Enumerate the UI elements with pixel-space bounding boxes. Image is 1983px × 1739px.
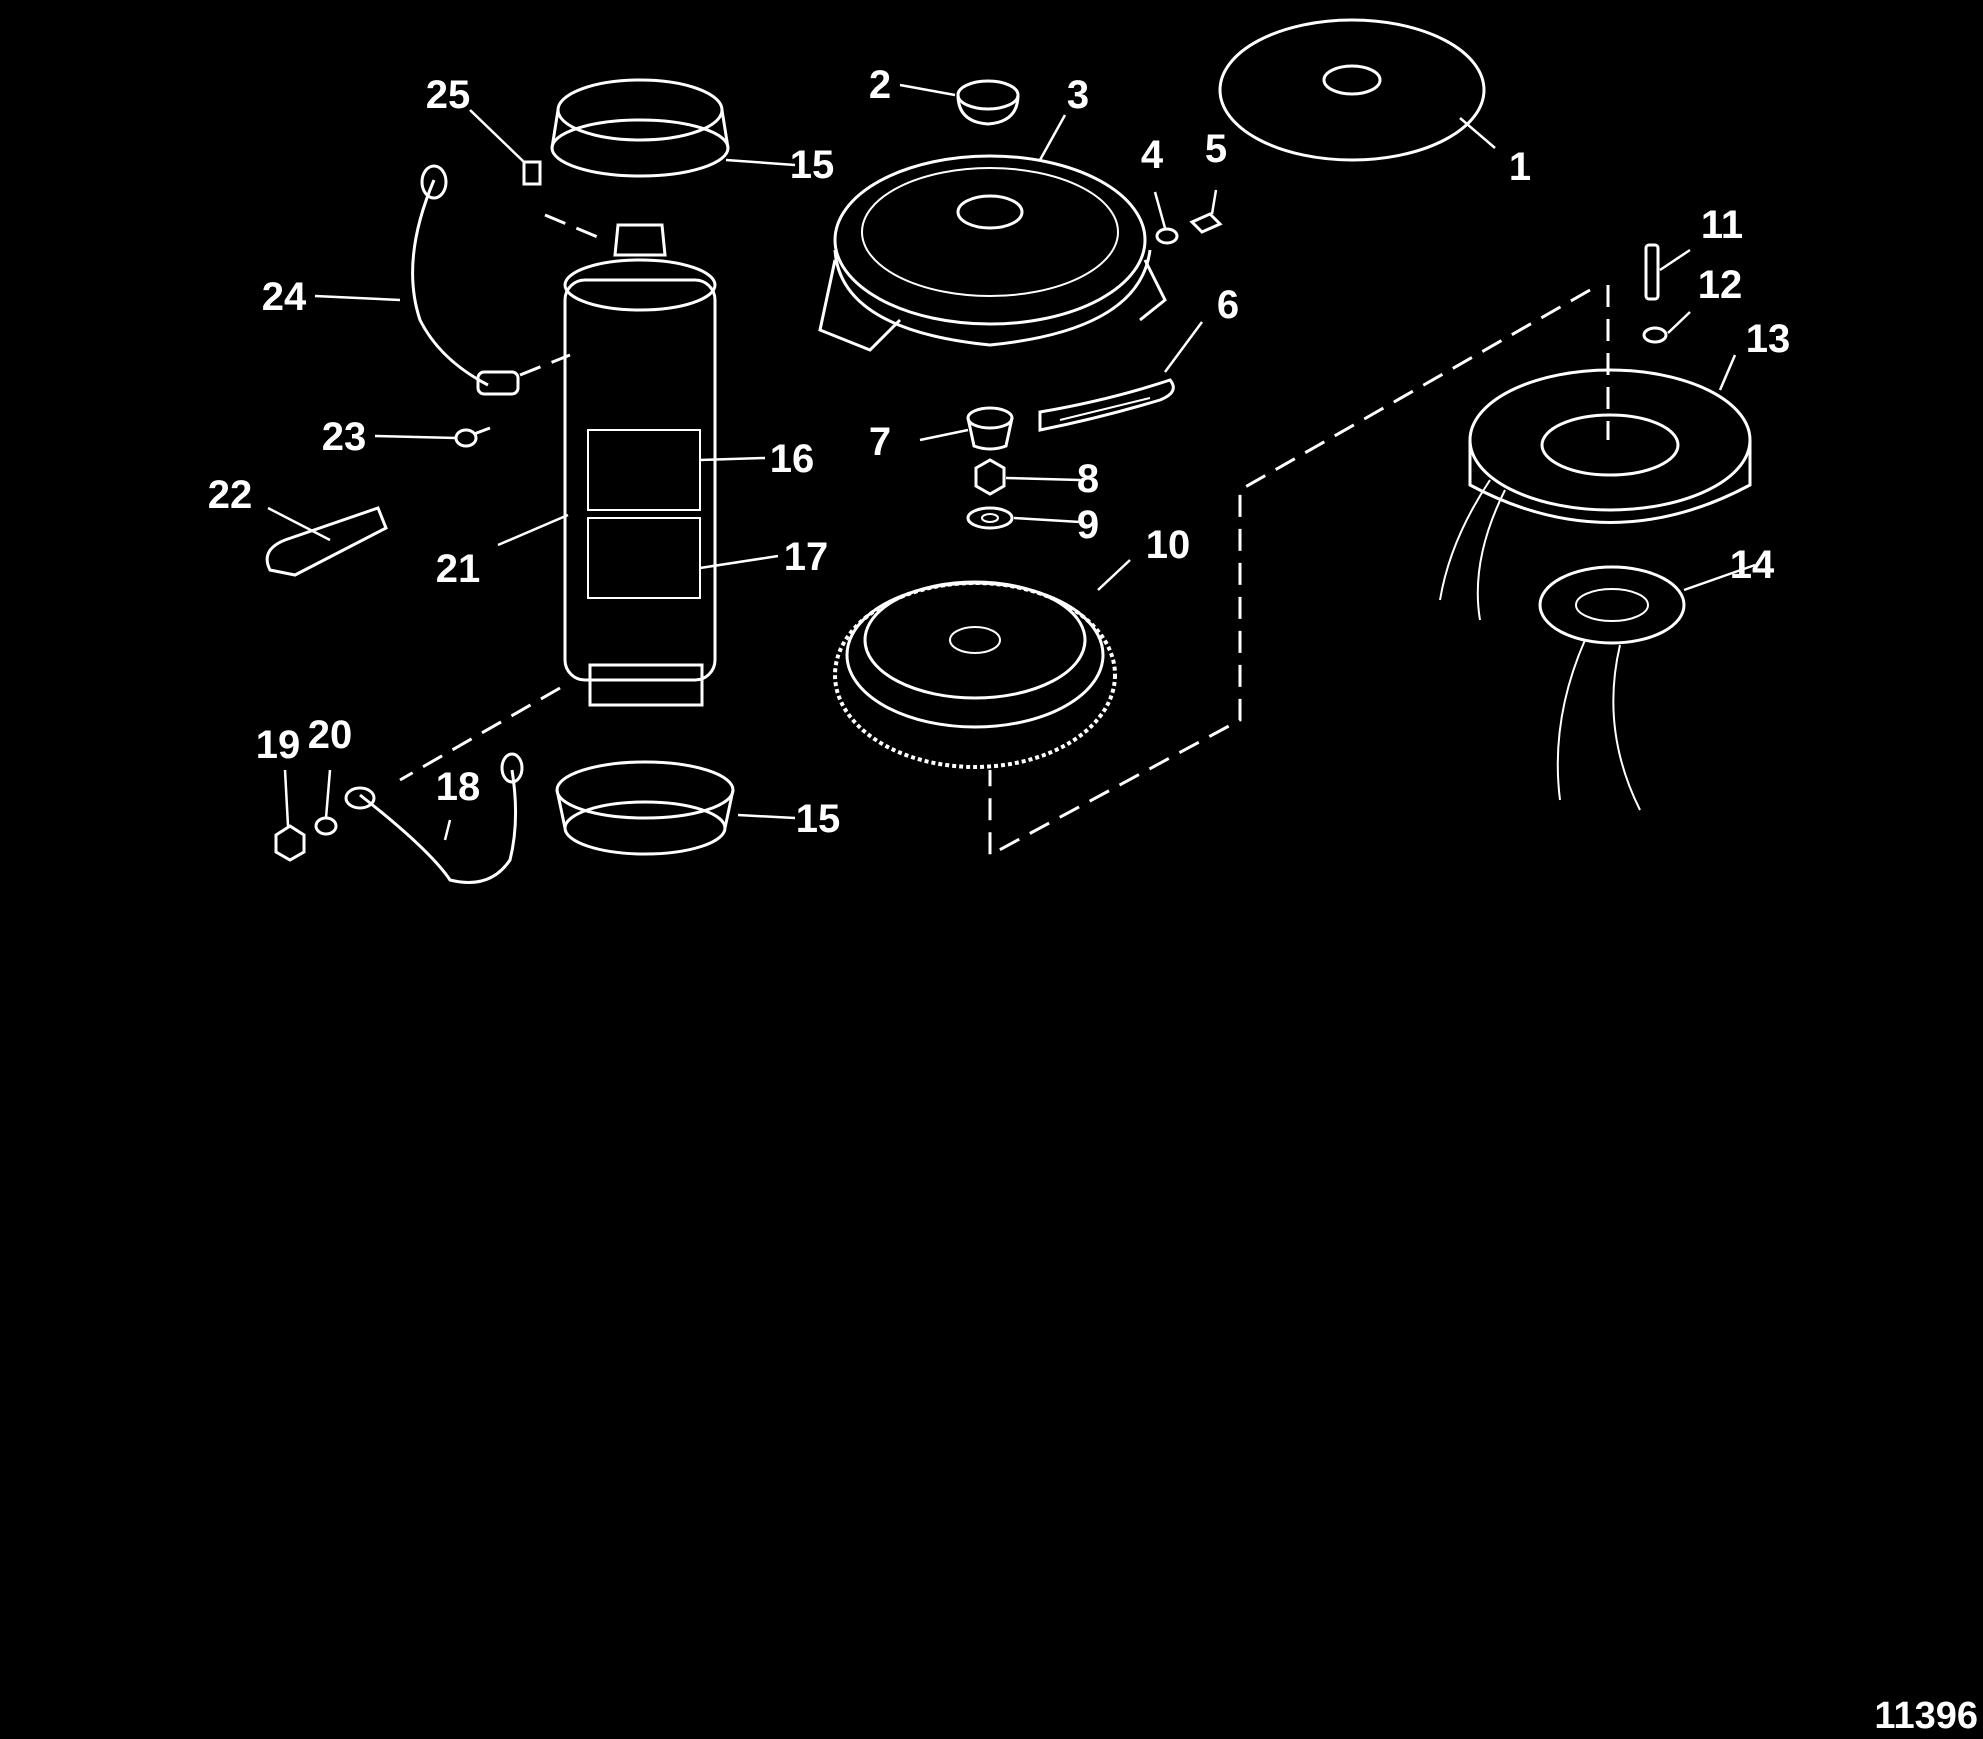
part-24-cable (411, 164, 520, 396)
callout-21: 21 (436, 547, 481, 591)
callout-25: 25 (426, 73, 471, 117)
part-15-bottom-housing (555, 760, 735, 856)
leader-lines (267, 83, 1756, 841)
part-10-flywheel (833, 580, 1117, 769)
callout-5: 5 (1205, 127, 1227, 171)
part-20-washer (314, 816, 338, 836)
callout-13: 13 (1746, 317, 1791, 361)
part-1-disc (1218, 18, 1486, 162)
part-5-screw (1189, 212, 1223, 234)
callout-17: 17 (784, 535, 829, 579)
part-15-top-housing (550, 78, 730, 178)
part-4-washer (1155, 227, 1179, 245)
callout-9: 9 (1077, 503, 1099, 547)
callout-6: 6 (1217, 283, 1239, 327)
callout-23: 23 (322, 415, 367, 459)
callout-4: 4 (1141, 133, 1164, 177)
part-23-screw (454, 426, 491, 448)
callout-2: 2 (869, 63, 891, 107)
part-9-washer (966, 506, 1014, 530)
part-7-bushing (966, 406, 1014, 451)
callout-12: 12 (1698, 263, 1743, 307)
callout-18: 18 (436, 765, 481, 809)
callout-15-top: 15 (790, 143, 835, 187)
part-22-terminal-boot (265, 506, 388, 577)
part-21-starter-motor (563, 223, 717, 707)
part-11-screw (1644, 243, 1660, 301)
assembly-dashed-lines (399, 213, 1610, 858)
callout-22: 22 (208, 473, 253, 517)
part-19-nut (274, 824, 306, 862)
callout-10: 10 (1146, 523, 1191, 567)
part-12-washer (1642, 326, 1668, 344)
figure-number: 11396 (1874, 1695, 1978, 1737)
callout-3: 3 (1067, 73, 1089, 117)
callout-8: 8 (1077, 457, 1099, 501)
callout-16: 16 (770, 437, 815, 481)
part-8-nut (974, 458, 1006, 496)
part-14-trigger (1538, 565, 1686, 811)
part-3-flywheel-cover (818, 154, 1167, 352)
part-13-stator (1439, 368, 1752, 621)
callout-20: 20 (308, 713, 353, 757)
callout-15-bottom: 15 (796, 797, 841, 841)
callout-7: 7 (869, 420, 891, 464)
callout-11: 11 (1701, 203, 1743, 247)
part-18-cable (344, 752, 524, 884)
part-2-cap (956, 79, 1020, 126)
callout-1: 1 (1509, 145, 1531, 189)
part-6-bracket (1038, 378, 1175, 432)
callout-19: 19 (256, 723, 301, 767)
callout-14: 14 (1730, 543, 1775, 587)
callouts: 1 2 3 4 5 6 7 8 9 10 11 12 13 14 15 15 1… (208, 63, 1791, 841)
callout-24: 24 (262, 275, 307, 319)
part-25-clip (522, 160, 542, 186)
